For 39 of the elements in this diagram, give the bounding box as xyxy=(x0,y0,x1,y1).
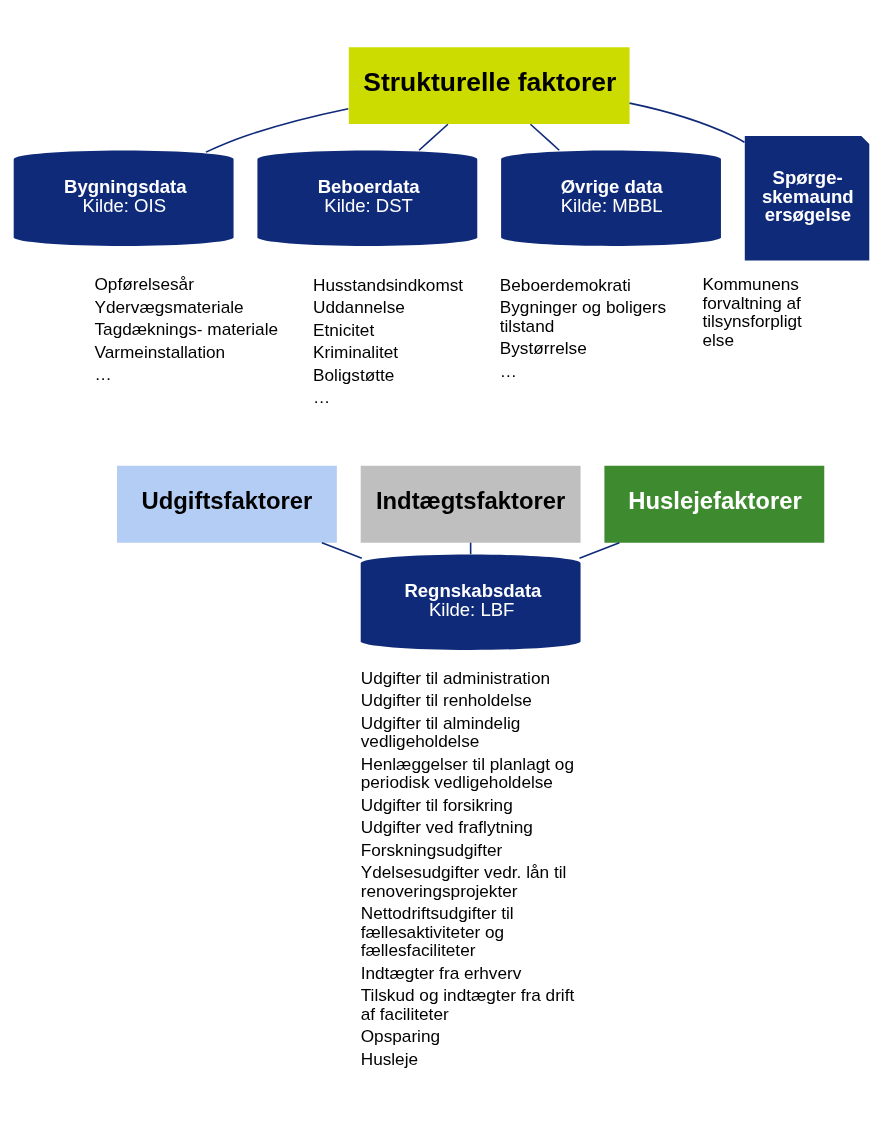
label: Opsparing xyxy=(360,1025,441,1046)
label: Nettodriftsudgifter til fællesaktiviteter og fællesfaciliteter xyxy=(360,902,514,960)
connector xyxy=(628,101,746,143)
node-box: Strukturelle faktorer xyxy=(348,46,630,124)
node-label: Beboerdemokrati xyxy=(499,274,631,295)
label: Udgifter til administration xyxy=(360,667,551,688)
connector xyxy=(321,541,363,559)
node-label: Etnicitet xyxy=(313,319,375,340)
label: Udgifter til renholdelse xyxy=(360,689,532,710)
connector xyxy=(205,107,350,153)
node-box: Huslejefaktorer xyxy=(604,465,825,543)
node-box: Udgiftsfaktorer xyxy=(117,465,337,543)
node-label: Uddannelse xyxy=(313,296,405,317)
node-label: … xyxy=(94,363,112,384)
node-label: … xyxy=(313,386,331,407)
connector xyxy=(529,122,561,151)
label: Forskningsudgifter xyxy=(360,839,503,860)
node-label: Bygninger og boligers tilstand xyxy=(499,296,667,336)
node-label: Boligstøtte xyxy=(313,364,395,385)
node-label: Ydervægsmateriale xyxy=(94,296,244,317)
connector xyxy=(578,541,621,559)
connector xyxy=(418,122,449,151)
node-label: Kriminalitet xyxy=(313,341,399,362)
label: Udgifter til forsikring xyxy=(360,794,513,815)
label: Indtægter fra erhverv xyxy=(360,962,522,983)
node-label: Opførelsesår xyxy=(94,273,194,294)
label: Ydelsesudgifter vedr. lån til renoveringsprojekter xyxy=(360,861,567,901)
node-label: Bystørrelse xyxy=(499,337,587,358)
label: Tilskud og indtægter fra drift af faciliteter xyxy=(360,984,575,1024)
label: Udgifter ved fraflytning xyxy=(360,816,533,837)
node-label: Tagdæknings- materiale xyxy=(94,318,279,339)
node-box: Indtægtsfaktorer xyxy=(360,465,581,543)
node-label: Varmeinstallation xyxy=(94,341,226,362)
node-label: … xyxy=(499,360,517,381)
node-label: Kommunens forvaltning af tilsynsforpligt else xyxy=(702,273,802,350)
label: Henlæggelser til planlagt og periodisk vedligeholdelse xyxy=(360,753,574,792)
label: Udgifter til almindelig vedligeholdelse xyxy=(360,712,521,751)
node-label: Husstandsindkomst xyxy=(313,274,464,295)
label: Husleje xyxy=(360,1048,419,1069)
